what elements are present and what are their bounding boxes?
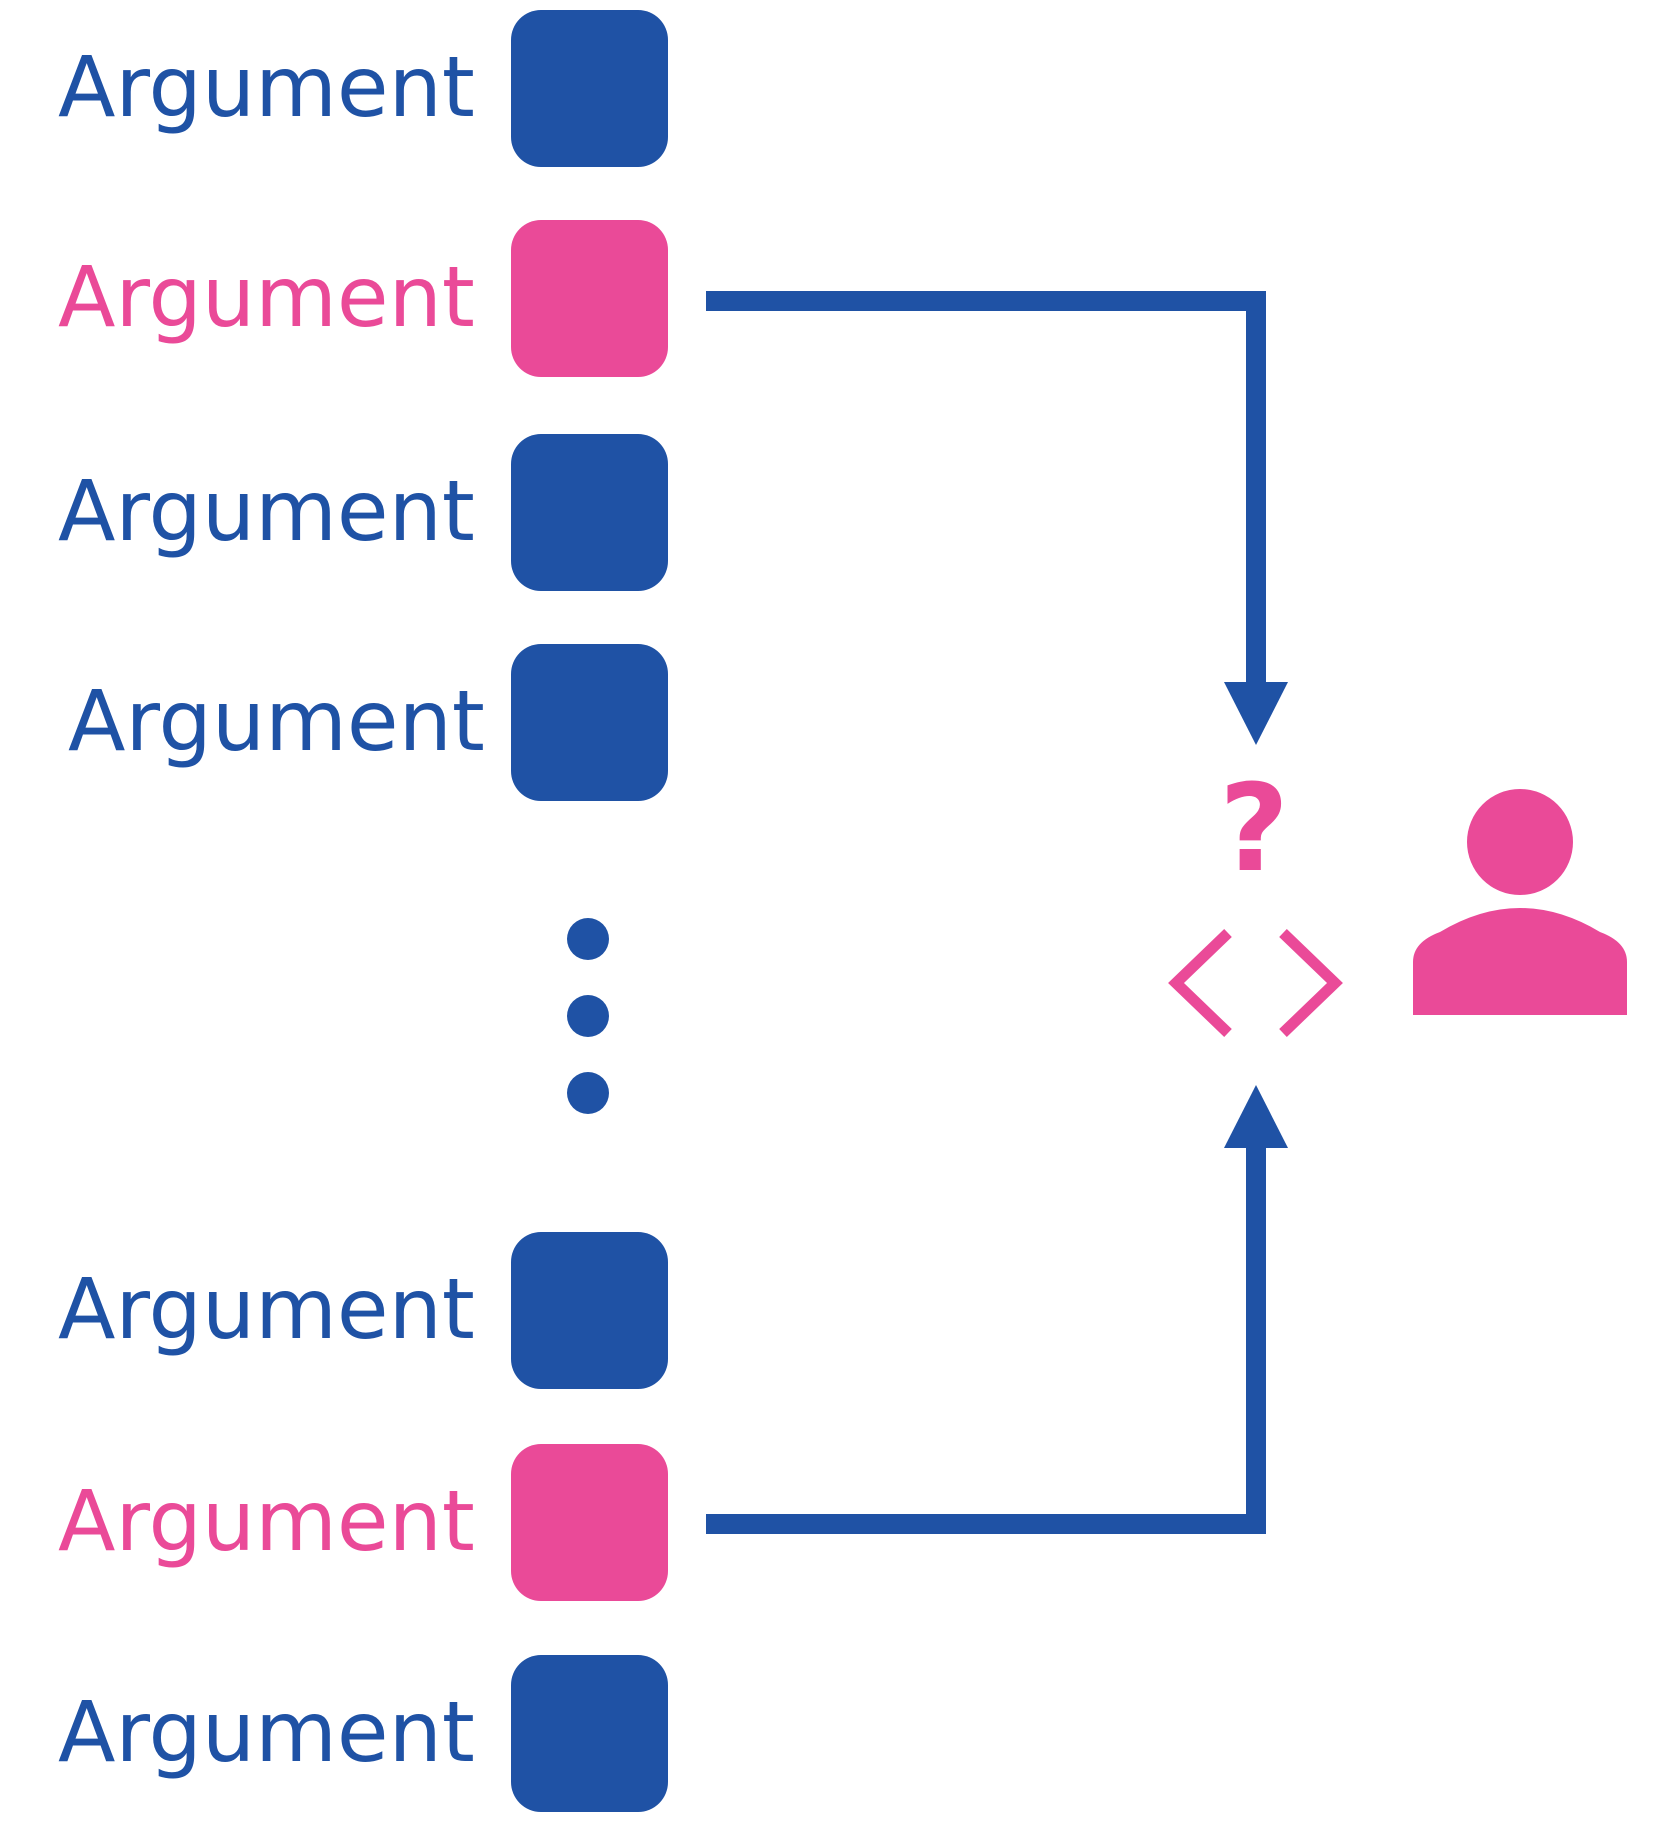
argument-row: Argument: [58, 220, 668, 377]
argument-row: Argument: [68, 644, 668, 801]
argument-list: ArgumentArgumentArgumentArgumentArgument…: [58, 10, 668, 1812]
argument-label: Argument: [58, 1260, 475, 1358]
argument-row: Argument: [58, 10, 668, 167]
argument-row: Argument: [58, 434, 668, 591]
argument-box: [511, 1444, 668, 1601]
question-mark-icon: ?: [1219, 760, 1289, 899]
argument-label: Argument: [58, 1472, 475, 1570]
argument-box: [511, 10, 668, 167]
argument-label: Argument: [68, 672, 485, 770]
argument-box: [511, 434, 668, 591]
arrow-up-icon: [1224, 1085, 1288, 1148]
argument-row: Argument: [58, 1232, 668, 1389]
argument-box: [511, 644, 668, 801]
connector-lower: [706, 1085, 1288, 1534]
connector-upper: [706, 291, 1288, 745]
argument-box: [511, 1232, 668, 1389]
argument-label: Argument: [58, 1683, 475, 1781]
argument-box: [511, 1655, 668, 1812]
argument-label: Argument: [58, 248, 475, 346]
comparison-brackets-icon: [1168, 929, 1343, 1037]
argument-box: [511, 220, 668, 377]
argument-row: Argument: [58, 1655, 668, 1812]
arrow-down-icon: [1224, 682, 1288, 745]
argument-label: Argument: [58, 38, 475, 136]
person-icon: [1413, 789, 1627, 1015]
argument-label: Argument: [58, 462, 475, 560]
ellipsis-icon: [567, 918, 609, 1114]
argument-row: Argument: [58, 1444, 668, 1601]
